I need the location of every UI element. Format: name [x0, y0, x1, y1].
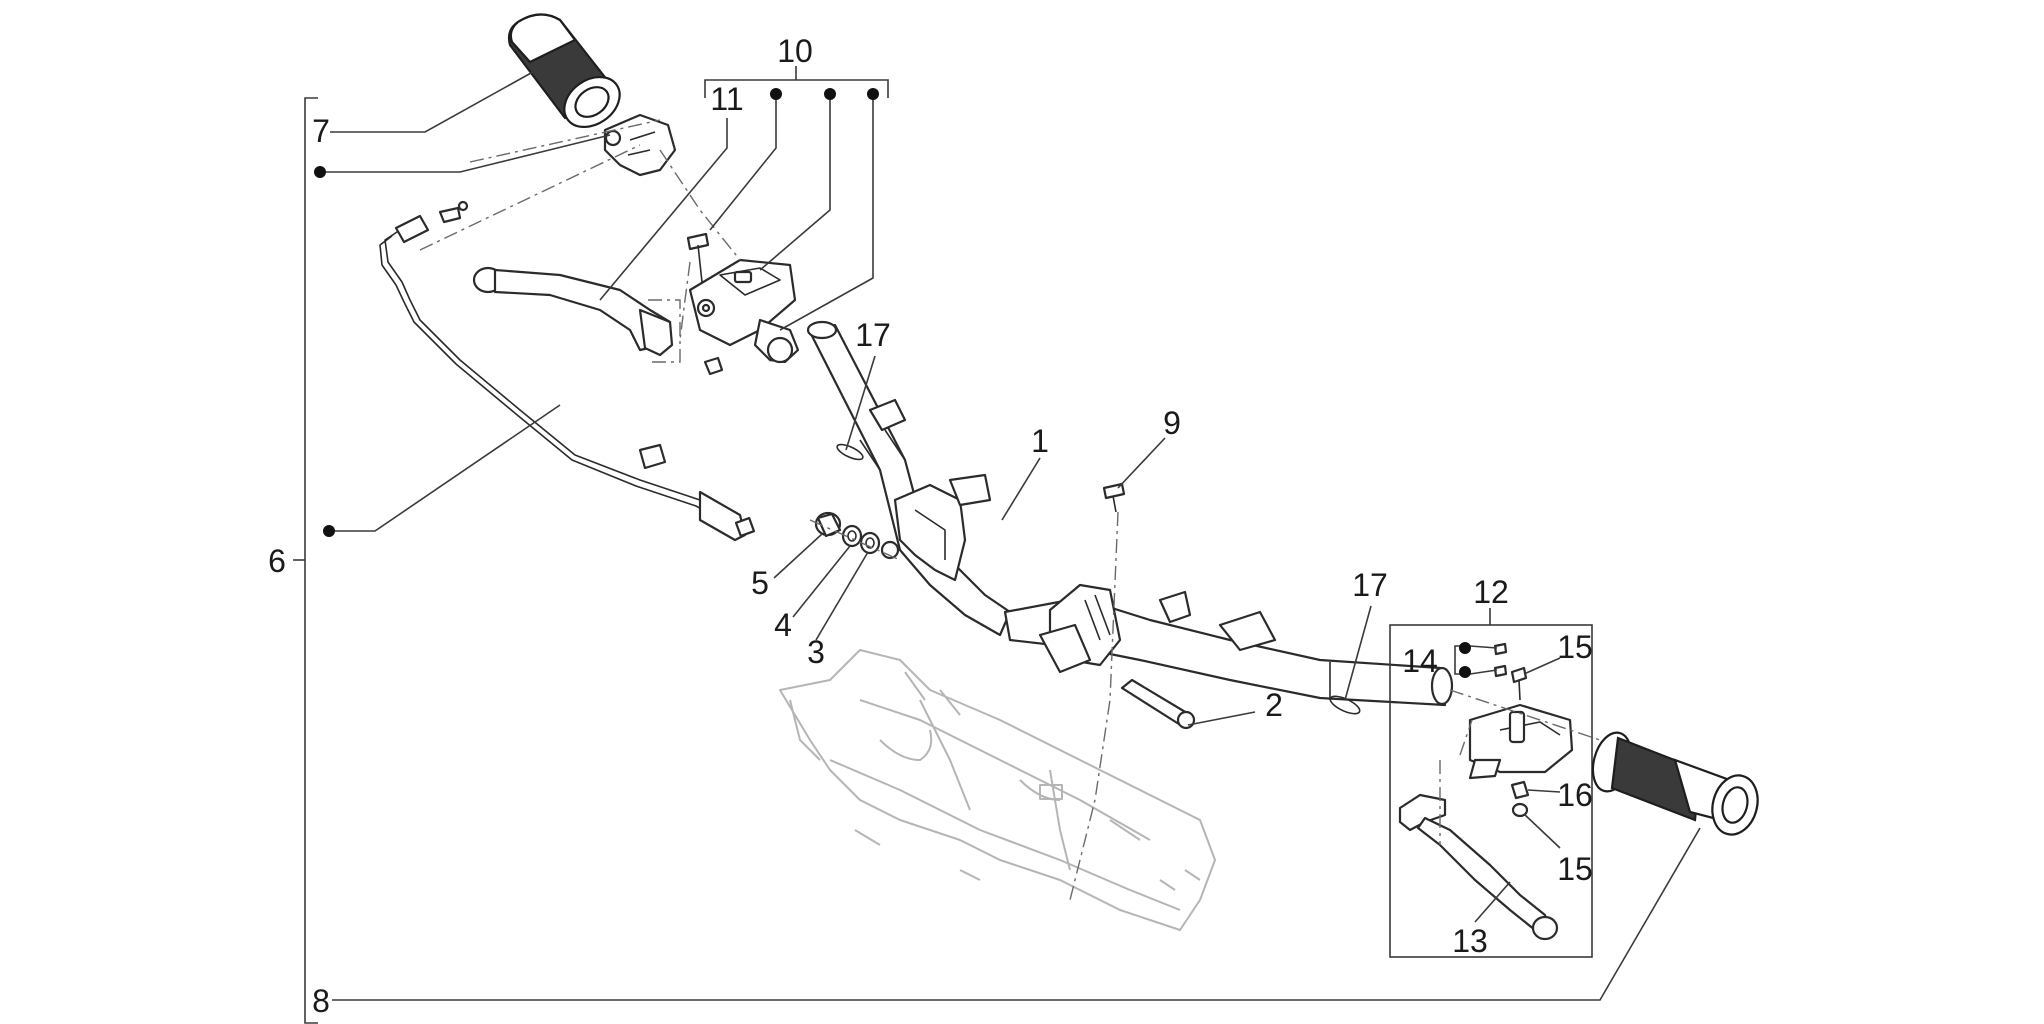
callout-17-left: 17 [855, 317, 891, 353]
callout-15-top: 15 [1557, 629, 1593, 665]
ring-17-left [836, 443, 864, 461]
group-bracket-6 [293, 97, 318, 1024]
ring-17-right [1329, 695, 1361, 715]
spacer-washers [814, 511, 881, 555]
left-brake-lever [472, 266, 674, 357]
callout-15-bottom: 15 [1557, 851, 1593, 887]
callout-11: 11 [710, 81, 743, 117]
callout-7: 7 [312, 113, 330, 149]
callout-12: 12 [1473, 574, 1509, 610]
callout-6: 6 [268, 543, 286, 579]
callout-2: 2 [1265, 687, 1283, 723]
brake-cable [379, 200, 756, 542]
callout-5: 5 [751, 565, 769, 601]
right-assembly-box [1389, 608, 1593, 958]
handlebar-lower-cover [779, 649, 1216, 931]
callout-9: 9 [1163, 405, 1181, 441]
callout-1: 1 [1031, 423, 1049, 459]
bullet-markers [314, 88, 1471, 678]
handlebar-tube [806, 320, 1454, 707]
left-grip [507, 13, 621, 129]
callout-16: 16 [1557, 777, 1593, 813]
callout-10: 10 [777, 33, 813, 69]
master-cylinder [686, 232, 800, 376]
callout-labels: 1 2 3 4 5 6 7 8 9 10 11 12 13 14 15 15 1… [268, 33, 1593, 1019]
assembly-axis-lines [419, 119, 1601, 901]
callout-14: 14 [1402, 643, 1438, 679]
callout-8: 8 [312, 983, 330, 1019]
leader-lines [320, 66, 1701, 1001]
screw-9 [1102, 482, 1126, 513]
right-brake-lever [1398, 793, 1559, 941]
callout-13: 13 [1452, 923, 1488, 959]
right-grip [1591, 731, 1759, 836]
callout-4: 4 [774, 607, 792, 643]
callout-17-right: 17 [1352, 567, 1388, 603]
pin-2 [1120, 678, 1196, 730]
callout-3: 3 [807, 634, 825, 670]
